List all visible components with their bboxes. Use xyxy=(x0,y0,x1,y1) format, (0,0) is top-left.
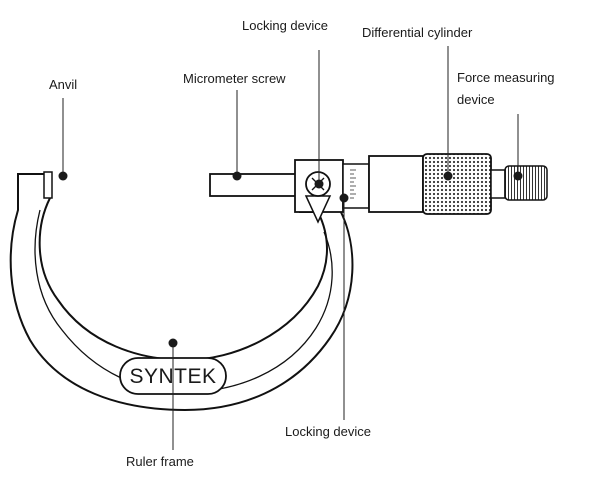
label-locking-device-top: Locking device xyxy=(242,18,328,33)
anvil-dot xyxy=(58,171,68,181)
thimble xyxy=(368,155,424,213)
label-force-measuring-line2: device xyxy=(457,92,495,107)
force-measuring-dot xyxy=(513,171,523,181)
sleeve-scale xyxy=(350,169,356,199)
ratchet-knob xyxy=(504,165,548,201)
label-anvil: Anvil xyxy=(49,77,77,92)
ruler-frame-dot xyxy=(168,338,178,348)
label-differential-cylinder: Differential cylinder xyxy=(362,25,473,40)
locking-device-bottom-dot xyxy=(339,193,349,203)
label-micrometer-screw: Micrometer screw xyxy=(183,71,286,86)
ratchet-collar xyxy=(490,169,506,199)
spindle xyxy=(209,173,297,197)
label-force-measuring-line1: Force measuring xyxy=(457,70,555,85)
micrometer-screw-dot xyxy=(232,171,242,181)
anvil-block xyxy=(43,171,53,199)
locking-device-top-dot xyxy=(314,179,324,189)
label-locking-device-bottom: Locking device xyxy=(285,424,371,439)
label-ruler-frame: Ruler frame xyxy=(126,454,194,469)
differential-cylinder-dot xyxy=(443,171,453,181)
thimble-knurl xyxy=(422,153,492,215)
